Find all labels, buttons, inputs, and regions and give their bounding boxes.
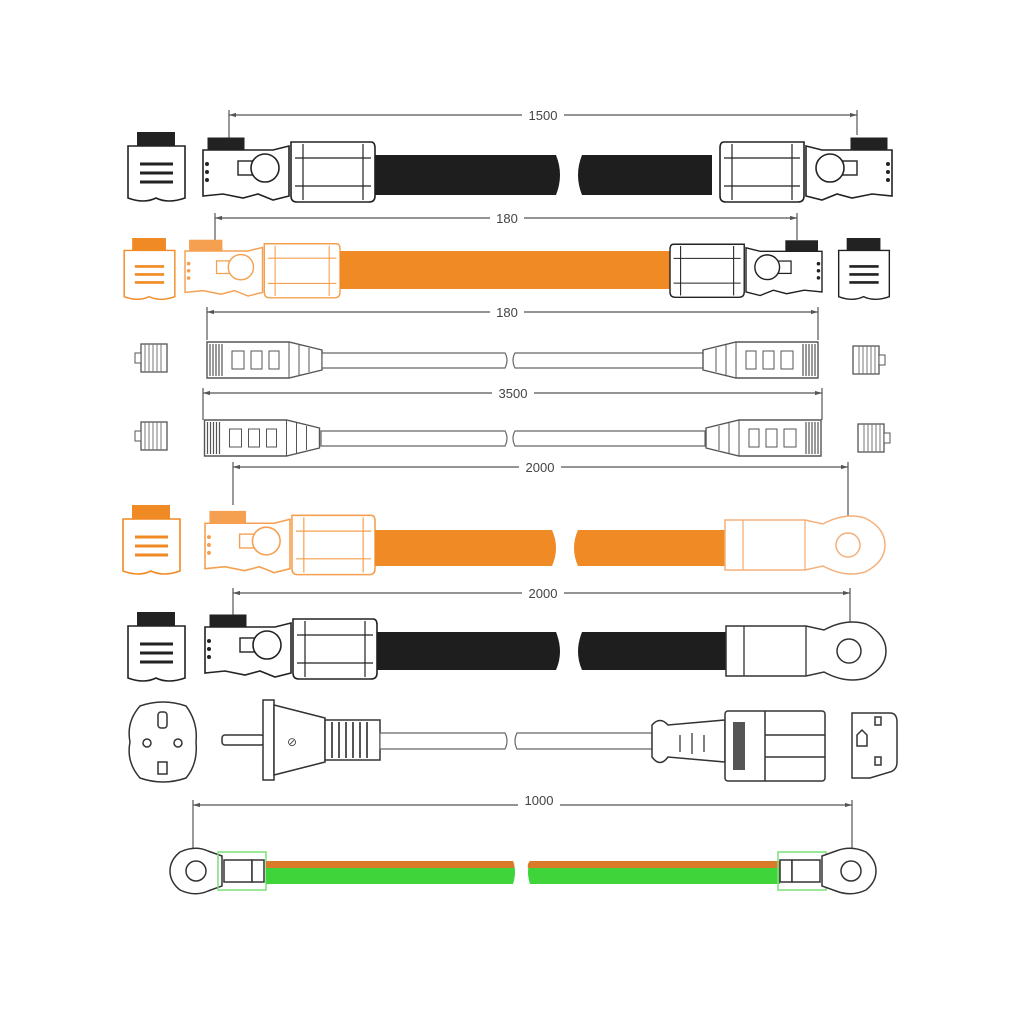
- iec-connector-face: [851, 712, 898, 779]
- black-cable-segment: [377, 632, 560, 670]
- cable-row-2: 180: [122, 210, 891, 301]
- cable-row-7: ⊘: [128, 699, 898, 783]
- length-label: 3500: [499, 386, 528, 401]
- cable-row-6: 2000: [126, 585, 887, 683]
- schuko-plug: ⊘: [221, 699, 381, 781]
- rj45-plug-right: [705, 419, 822, 457]
- rj45-end-view: [134, 421, 168, 451]
- power-connector-orange: [184, 239, 341, 299]
- ring-lug-right: [777, 847, 877, 895]
- orange-cable-segment: [574, 530, 725, 566]
- ground-cable-stripe: [527, 861, 780, 868]
- rj45-plug-left: [203, 419, 321, 457]
- length-label: 1000: [525, 793, 554, 808]
- rj45-plug-right: [702, 341, 819, 379]
- ring-lug-left: [169, 847, 267, 895]
- power-connector-black: [204, 614, 378, 680]
- rj45-end-view: [134, 343, 168, 373]
- svg-text:⊘: ⊘: [287, 735, 297, 749]
- length-label: 180: [496, 305, 518, 320]
- rj45-end-view: [852, 345, 886, 375]
- cable-row-5: 2000: [121, 459, 886, 576]
- rj45-plug-left: [206, 341, 323, 379]
- connector-end-view-orange: [122, 236, 177, 301]
- cable-row-8: 1000: [169, 793, 877, 895]
- power-connector-orange: [204, 510, 376, 576]
- length-label: 2000: [529, 586, 558, 601]
- cable-row-1: 1500: [126, 106, 893, 203]
- orange-cable: [340, 251, 672, 289]
- ring-lug-orange: [724, 515, 886, 575]
- black-cable-segment: [375, 155, 560, 195]
- length-label: 2000: [526, 460, 555, 475]
- cable-row-3: 180: [134, 304, 886, 379]
- connector-end-view-orange: [121, 503, 182, 576]
- length-label: 1500: [529, 108, 558, 123]
- rj45-end-view: [857, 423, 891, 453]
- length-label: 180: [496, 211, 518, 226]
- power-connector-right: [719, 137, 893, 203]
- iec-connector: [651, 710, 826, 782]
- power-connector-left: [202, 137, 376, 203]
- connector-end-view: [126, 610, 187, 683]
- cable-row-4: 3500: [134, 385, 891, 457]
- power-connector-black: [669, 239, 823, 299]
- connector-end-view: [126, 130, 187, 203]
- black-cable-segment: [578, 632, 728, 670]
- power-cord: [379, 732, 653, 750]
- orange-cable-segment: [375, 530, 556, 566]
- black-cable-segment: [578, 155, 712, 195]
- dimension-line: 1500: [228, 106, 858, 140]
- rj45-cable: [321, 352, 706, 369]
- schuko-plug-face: [128, 701, 198, 783]
- rj45-cable: [320, 430, 706, 447]
- connector-end-view: [837, 236, 891, 301]
- ring-lug-black: [725, 621, 887, 681]
- ground-cable-stripe: [266, 861, 515, 868]
